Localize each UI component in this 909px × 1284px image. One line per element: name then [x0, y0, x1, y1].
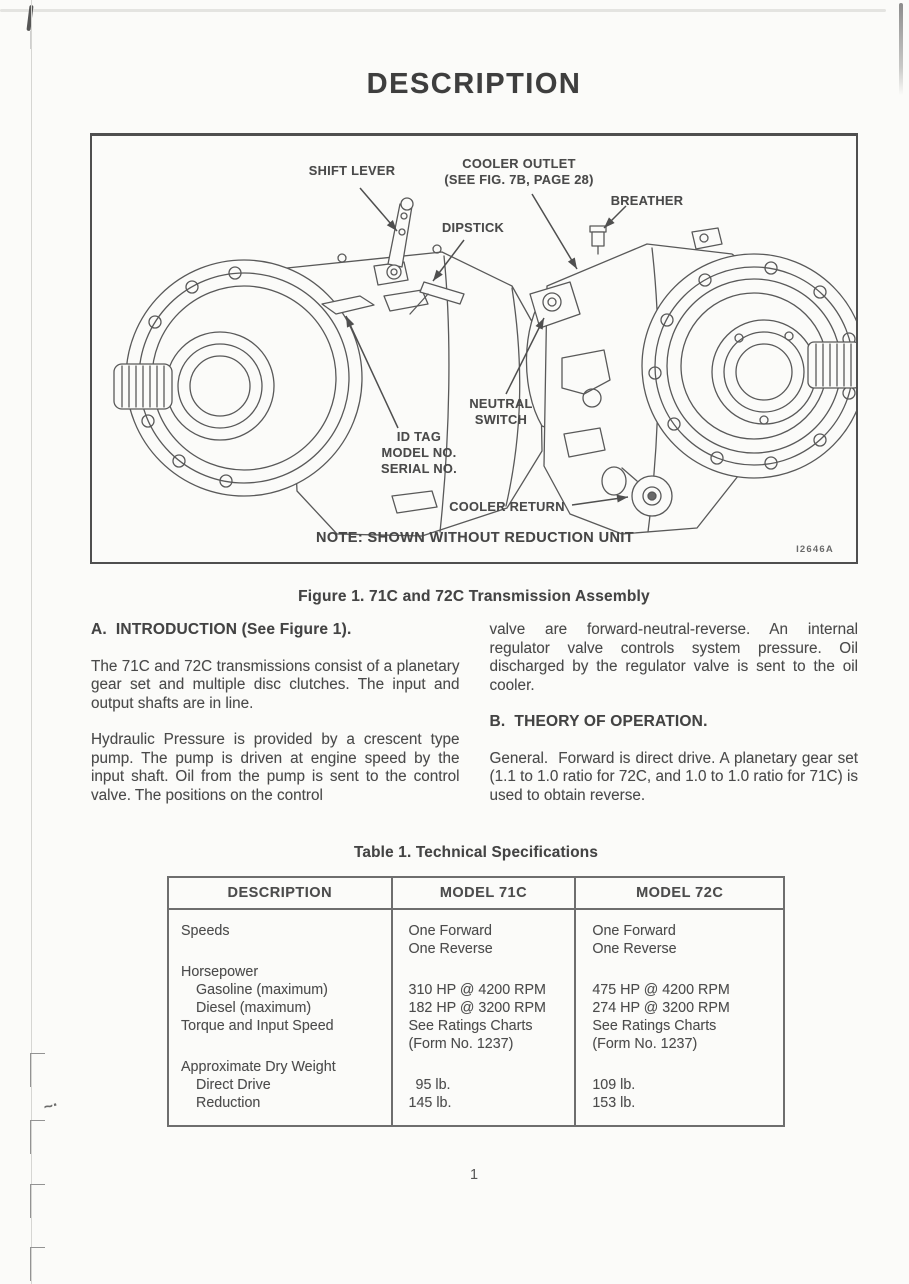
table-cell: 109 lb.	[592, 1077, 636, 1093]
spec-table: DESCRIPTION MODEL 71C MODEL 72C Speeds H…	[167, 876, 785, 1127]
page-title: DESCRIPTION	[366, 68, 582, 100]
table-cell	[181, 1035, 385, 1053]
section-a-heading: A. INTRODUCTION (See Figure 1).	[91, 621, 352, 638]
column-header-model-71c: MODEL 71C	[390, 878, 575, 908]
scan-hairline	[31, 0, 32, 1284]
paragraph: General. Forward is direct drive. A plan…	[489, 749, 859, 804]
table-cell: One Forward	[592, 923, 676, 939]
table-cell: 145 lb.	[408, 1095, 452, 1111]
table-cell: 95 lb.	[415, 1077, 451, 1093]
table-cell: (Form No. 1237)	[408, 1036, 514, 1052]
model-71c-column: One Forward One Reverse 310 HP @ 4200 RP…	[390, 910, 575, 1125]
table-cell	[592, 1058, 777, 1076]
body-text: A. INTRODUCTION (See Figure 1). The 71C …	[91, 621, 858, 823]
left-column: A. INTRODUCTION (See Figure 1). The 71C …	[91, 621, 460, 823]
table-cell: Reduction	[196, 1095, 261, 1111]
figure-label-id-tag: ID TAG MODEL NO. SERIAL NO.	[380, 429, 458, 476]
scan-bracket-mark	[30, 1184, 45, 1218]
paragraph: The 71C and 72C transmissions consist of…	[91, 657, 460, 712]
table-cell: Diesel (maximum)	[196, 1000, 312, 1016]
table-cell: Horsepower	[181, 964, 259, 980]
table-cell: Gasoline (maximum)	[196, 982, 328, 998]
table-cell: 182 HP @ 3200 RPM	[408, 1000, 546, 1016]
transmission-diagram	[113, 187, 856, 537]
table-cell: One Reverse	[592, 941, 677, 957]
figure-label-dipstick: DIPSTICK	[441, 220, 505, 235]
scan-streak	[899, 3, 903, 95]
figure-caption: Figure 1. 71C and 72C Transmission Assem…	[298, 588, 650, 605]
table-cell: 153 lb.	[592, 1095, 636, 1111]
figure-label-neutral-switch: NEUTRAL SWITCH	[469, 396, 533, 427]
table-cell: 310 HP @ 4200 RPM	[408, 982, 546, 998]
table-cell: Speeds	[181, 923, 230, 939]
scan-squiggle-mark: ~·	[42, 1096, 61, 1117]
table-cell	[181, 940, 385, 958]
table-cell: Direct Drive	[196, 1077, 271, 1093]
scan-bracket-mark	[30, 1247, 45, 1281]
description-column: Speeds Horsepower Gasoline (maximum) Die…	[169, 910, 391, 1125]
table-title: Table 1. Technical Specifications	[353, 844, 599, 861]
table-cell: See Ratings Charts	[592, 1018, 717, 1034]
figure-label-cooler-return: COOLER RETURN	[449, 499, 565, 514]
figure-label-breather: BREATHER	[610, 193, 684, 208]
table-cell	[409, 1058, 569, 1076]
table-cell: One Reverse	[408, 941, 493, 957]
spec-table-header: DESCRIPTION MODEL 71C MODEL 72C	[169, 878, 783, 910]
column-header-description: DESCRIPTION	[227, 885, 333, 901]
paragraph: Hydraulic Pressure is provided by a cres…	[91, 731, 460, 804]
paragraph: valve are forward-neutral-reverse. An in…	[489, 621, 859, 694]
scan-bracket-mark	[30, 1120, 45, 1154]
table-cell: Torque and Input Speed	[181, 1018, 334, 1034]
spec-table-body: Speeds Horsepower Gasoline (maximum) Die…	[169, 910, 783, 1125]
table-cell: See Ratings Charts	[408, 1018, 533, 1034]
figure-1-box: SHIFT LEVER COOLER OUTLET (SEE FIG. 7B, …	[90, 133, 858, 564]
scan-shadow-line	[0, 9, 886, 12]
model-72c-column: One Forward One Reverse 475 HP @ 4200 RP…	[574, 910, 783, 1125]
table-cell	[592, 963, 777, 981]
table-cell: (Form No. 1237)	[592, 1036, 698, 1052]
table-cell: 274 HP @ 3200 RPM	[592, 1000, 730, 1016]
figure-note: NOTE: SHOWN WITHOUT REDUCTION UNIT	[315, 530, 635, 546]
figure-label-cooler-outlet: COOLER OUTLET (SEE FIG. 7B, PAGE 28)	[444, 156, 594, 187]
column-header-model-72c: MODEL 72C	[574, 878, 783, 908]
section-b-heading: B. THEORY OF OPERATION.	[489, 713, 708, 730]
page-number: 1	[469, 1167, 479, 1183]
table-cell: 475 HP @ 4200 RPM	[592, 982, 730, 998]
scan-bracket-mark	[30, 1053, 45, 1087]
figure-reference-code: I2646A	[796, 544, 834, 555]
figure-label-shift-lever: SHIFT LEVER	[308, 163, 396, 178]
table-cell: One Forward	[408, 923, 492, 939]
right-column: valve are forward-neutral-reverse. An in…	[490, 621, 859, 823]
table-cell	[409, 963, 569, 981]
table-cell: Approximate Dry Weight	[181, 1059, 336, 1075]
